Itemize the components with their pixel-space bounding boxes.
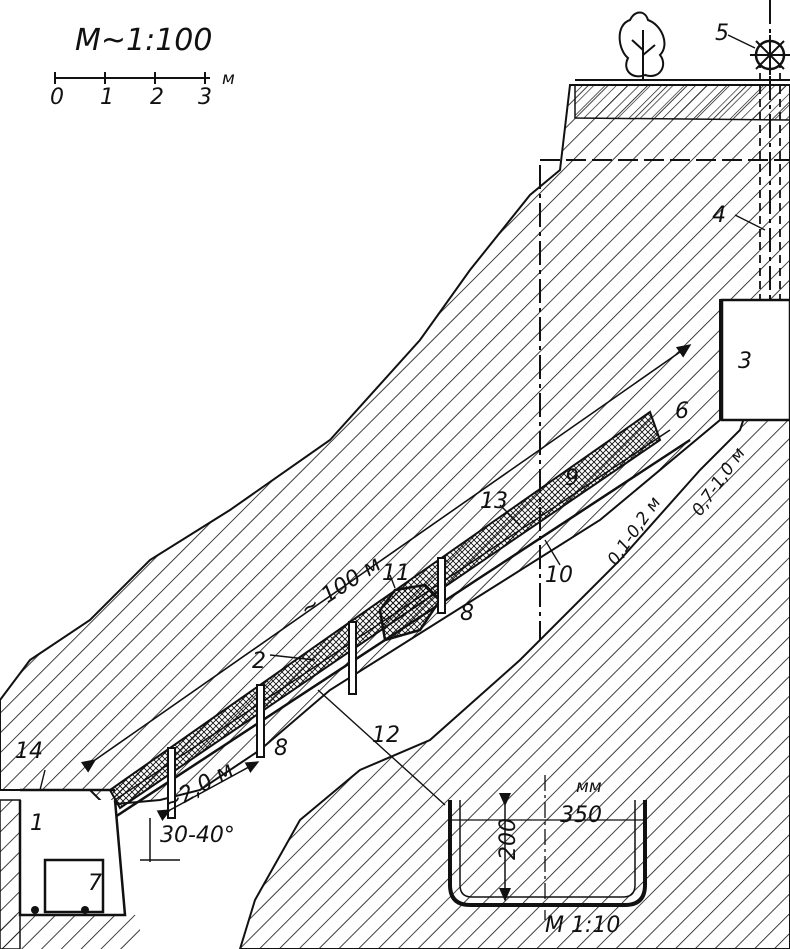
tree-icon <box>618 11 666 80</box>
label-10: 10 <box>545 563 573 588</box>
label-6: 6 <box>675 399 689 424</box>
label-7: 7 <box>88 871 102 896</box>
label-5: 5 <box>715 21 729 46</box>
inset-unit: мм <box>576 777 602 797</box>
scale-tick-2: 2 <box>150 85 164 110</box>
label-11: 11 <box>382 561 410 586</box>
soil-layer <box>574 84 790 121</box>
rock-mass <box>0 84 790 949</box>
scale-tick-1: 1 <box>100 85 114 110</box>
scale-tick-0: 0 <box>50 85 64 110</box>
scale-tick-3: 3 <box>198 85 212 110</box>
inset-profile <box>448 775 647 920</box>
post-2 <box>256 684 265 758</box>
label-1: 1 <box>30 811 44 836</box>
inset-scale: М 1:10 <box>545 913 620 938</box>
lower-left-rock <box>0 799 21 949</box>
dim-angle: 30-40° <box>160 823 235 848</box>
inset-width: 350 <box>560 803 602 828</box>
length-dimension <box>80 344 692 773</box>
label-8b: 8 <box>460 601 474 626</box>
label-4: 4 <box>712 203 726 228</box>
label-9: 9 <box>565 466 579 491</box>
label-12: 12 <box>372 723 400 748</box>
scale-title: M~1:100 <box>75 23 212 58</box>
post-4 <box>437 557 446 614</box>
label-3: 3 <box>738 349 752 374</box>
bottom-drift <box>18 788 127 917</box>
label-2: 2 <box>252 649 266 674</box>
inset-height: 200 <box>496 818 521 860</box>
scale-unit: м <box>222 69 235 89</box>
label-13: 13 <box>480 489 508 514</box>
chamber-3 <box>720 298 790 422</box>
label-14: 14 <box>15 739 43 764</box>
post-3 <box>348 621 357 695</box>
label-8a: 8 <box>274 736 288 761</box>
